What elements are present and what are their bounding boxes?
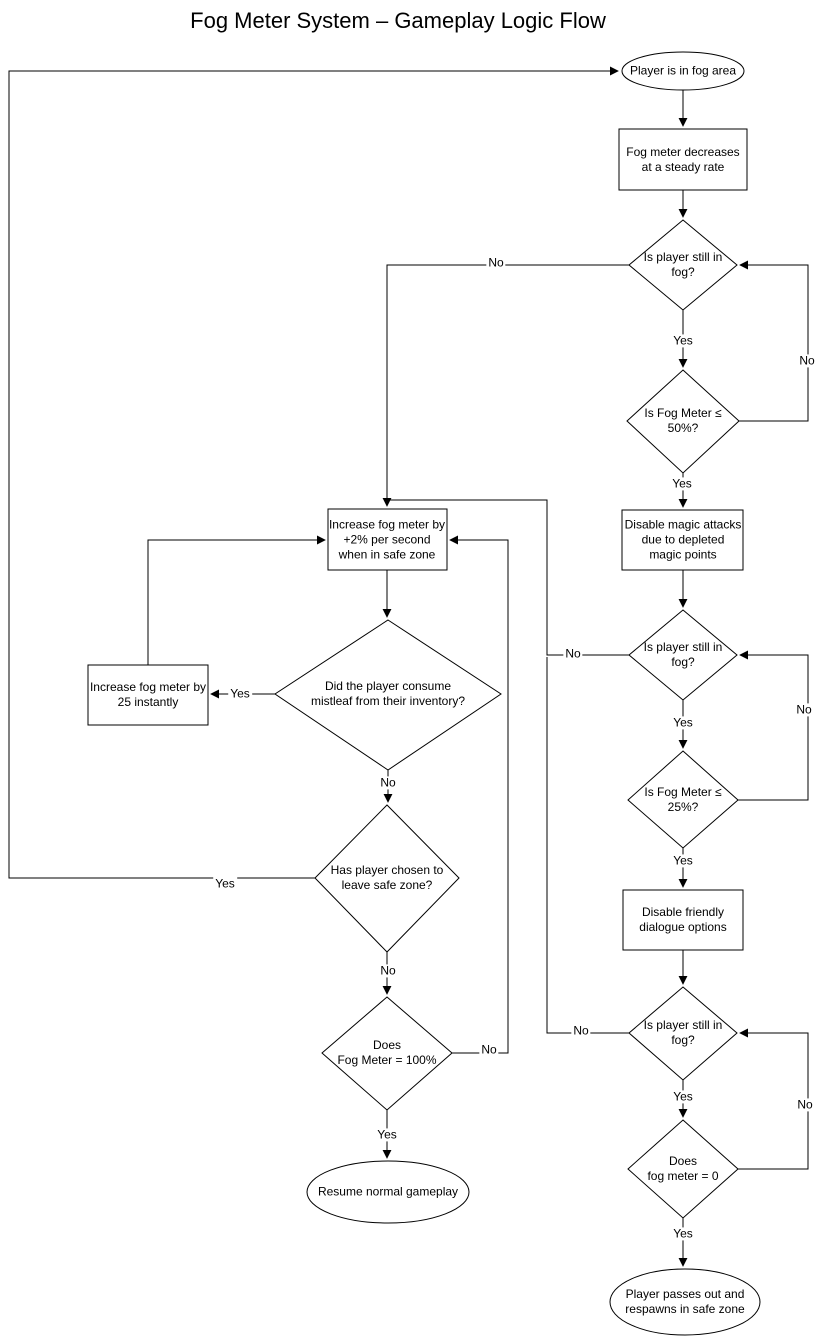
disable-dialogue-box (622, 889, 744, 951)
start-label: Player is in fog area (629, 63, 737, 78)
edge-label-no-fog3: No (571, 1023, 591, 1038)
pass-out-ellipse (609, 1268, 761, 1336)
disable-magic-box (621, 509, 744, 571)
start-ellipse (621, 51, 745, 91)
fog-decreases-label: Fog meter decreases at a steady rate (626, 144, 740, 174)
edge-layer (8, 66, 809, 1267)
fog-meter-0-diamond (627, 1119, 739, 1219)
edge-label-no-100: No (479, 1042, 499, 1057)
edge-label-no-mistleaf: No (378, 775, 398, 790)
edge-label-no-fog1: No (486, 255, 506, 270)
edge-label-no-fog2: No (563, 646, 583, 661)
fog-meter-50-diamond (626, 369, 740, 474)
consume-mistleaf-diamond (274, 619, 502, 771)
increase-2pct-label: Increase fog meter by +2% per second whe… (328, 517, 446, 562)
edge-25-no-loop (738, 650, 809, 801)
fog-meter-0-label: Does fog meter = 0 (647, 1153, 719, 1183)
still-in-fog-3-label: Is player still in fog? (643, 1017, 723, 1047)
increase-25-box (87, 664, 209, 726)
edge-fog3-no-to-increase (546, 657, 630, 1034)
still-in-fog-1-label: Is player still in fog? (643, 249, 723, 279)
leave-safe-zone-label: Has player chosen to leave safe zone? (330, 862, 444, 892)
edge-label-yes-0: Yes (671, 1226, 695, 1241)
fog-meter-100-diamond (321, 996, 453, 1111)
edge-25box-to-increase (147, 535, 326, 665)
disable-magic-label: Disable magic attacks due to depleted ma… (624, 517, 742, 562)
diagram-title: Fog Meter System – Gameplay Logic Flow (190, 8, 606, 33)
disable-dialogue-label: Disable friendly dialogue options (639, 904, 727, 934)
edge-label-yes-fog2: Yes (671, 715, 695, 730)
increase-2pct-box (327, 508, 448, 571)
still-in-fog-2-diamond (628, 609, 738, 701)
fog-meter-100-label: Does Fog Meter = 100% (337, 1037, 437, 1067)
edge-fog1-no-to-increase (382, 264, 629, 507)
edge-label-yes-fog1: Yes (671, 333, 695, 348)
still-in-fog-2-label: Is player still in fog? (643, 639, 723, 669)
pass-out-label: Player passes out and respawns in safe z… (625, 1286, 745, 1316)
edge-label-yes-fog3: Yes (671, 1089, 695, 1104)
edge-label-yes-50: Yes (670, 476, 694, 491)
resume-ellipse (306, 1160, 470, 1224)
fog-decreases-box (618, 128, 748, 191)
consume-mistleaf-label: Did the player consume mistleaf from the… (310, 678, 466, 708)
edge-50-no-loop (739, 260, 809, 422)
edge-label-no-loop-0: No (795, 1097, 815, 1112)
edge-label-yes-mistleaf: Yes (228, 686, 252, 701)
edge-100-no-to-increase (449, 535, 509, 1054)
edge-label-no-loop-25: No (794, 702, 814, 717)
edge-label-no-leave: No (378, 963, 398, 978)
edge-label-yes-100: Yes (375, 1127, 399, 1142)
edge-fog2-no-to-increase (389, 499, 629, 656)
edge-label-yes-25: Yes (671, 853, 695, 868)
resume-label: Resume normal gameplay (317, 1184, 459, 1199)
shape-layer (87, 51, 761, 1336)
fog-meter-25-diamond (627, 750, 739, 849)
edge-leave-yes-to-start (8, 66, 619, 879)
edge-label-yes-leave: Yes (213, 876, 237, 891)
fog-meter-25-label: Is Fog Meter ≤ 25%? (644, 784, 722, 814)
fog-meter-50-label: Is Fog Meter ≤ 50%? (644, 405, 722, 435)
leave-safe-zone-diamond (314, 804, 460, 953)
still-in-fog-3-diamond (628, 986, 738, 1081)
still-in-fog-1-diamond (628, 219, 738, 311)
increase-25-label: Increase fog meter by 25 instantly (89, 679, 207, 709)
edge-label-no-loop-50: No (797, 353, 817, 368)
